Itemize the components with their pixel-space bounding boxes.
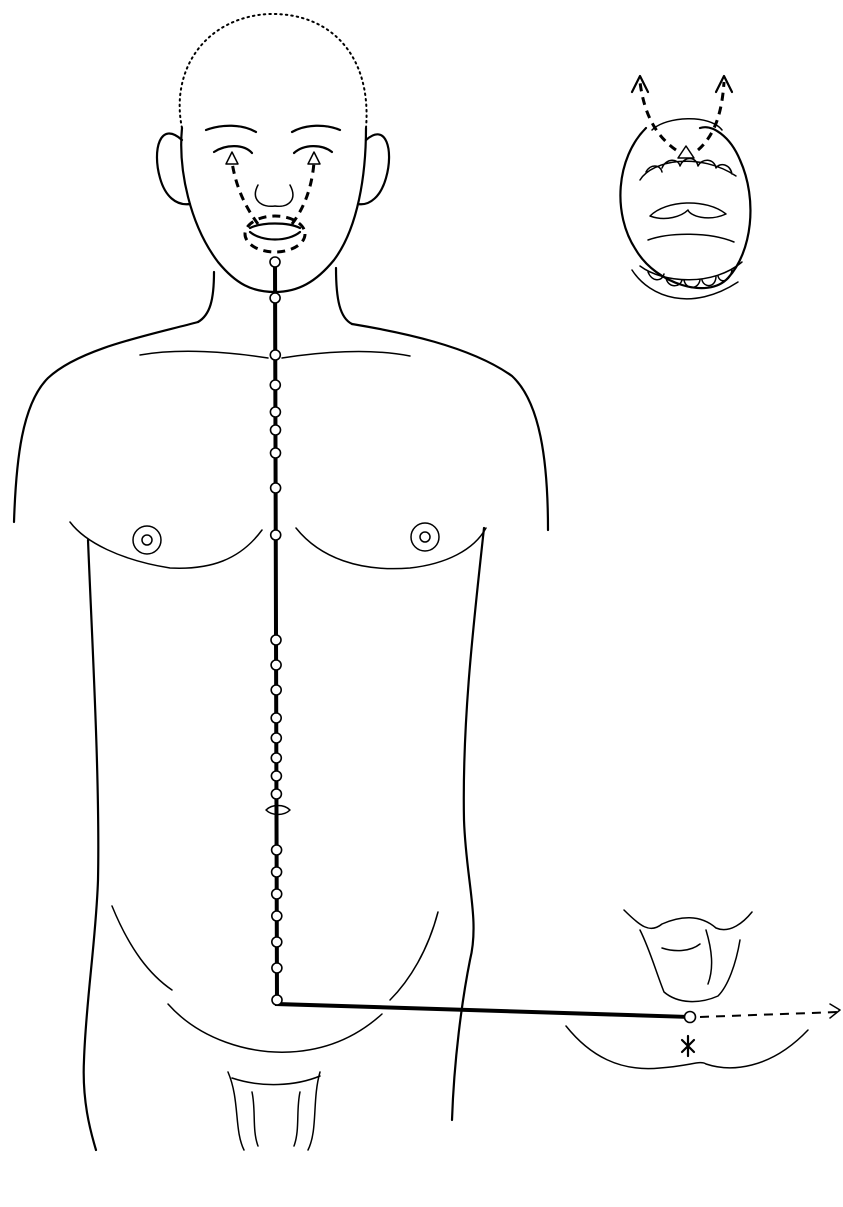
meridian-point xyxy=(271,660,281,670)
genitalia xyxy=(228,1072,320,1150)
meridian-point xyxy=(272,867,282,877)
left-arrow-icon xyxy=(226,152,238,164)
neck-left xyxy=(198,272,214,322)
right-torso-side xyxy=(452,528,484,1120)
left-pectoral xyxy=(70,522,262,568)
meridian-point xyxy=(271,635,281,645)
mouth-inset-upper-teeth xyxy=(640,159,736,181)
meridian-point xyxy=(271,448,281,458)
right-shoulder-arm xyxy=(352,324,548,530)
meridian-point xyxy=(272,995,282,1005)
meridian-point xyxy=(271,530,281,540)
mouth-inset-branch-left xyxy=(640,82,676,150)
meridian-line xyxy=(275,262,690,1017)
face-branch-left xyxy=(232,162,258,224)
nose xyxy=(255,185,292,206)
perineum-point xyxy=(685,1012,696,1023)
meridian-point xyxy=(271,483,281,493)
mouth-inset-triangle-icon xyxy=(678,146,694,158)
left-torso-side xyxy=(84,540,99,1150)
right-pectoral xyxy=(296,528,486,569)
right-eyebrow xyxy=(292,126,340,132)
meridian-point xyxy=(270,350,280,360)
mouth-inset-outer-lip xyxy=(620,127,750,288)
meridian-point xyxy=(270,257,280,267)
hairline xyxy=(180,14,367,128)
mouth xyxy=(250,224,300,240)
perineum-inset xyxy=(566,910,840,1069)
mouth-inset-throat xyxy=(648,234,734,242)
meridian xyxy=(270,257,838,1017)
meridian-point xyxy=(272,845,282,855)
mouth-inset-tongue xyxy=(650,203,726,219)
body-outline xyxy=(14,268,548,1150)
left-ear xyxy=(157,134,190,205)
meridian-point xyxy=(271,713,281,723)
right-groin-line xyxy=(390,912,438,1000)
left-eyebrow xyxy=(206,126,256,132)
face-branch-right xyxy=(292,162,314,224)
left-clavicle xyxy=(140,351,268,358)
meridian-point xyxy=(271,685,281,695)
meridian-point xyxy=(271,733,281,743)
right-clavicle xyxy=(282,352,410,358)
meridian-point xyxy=(271,425,281,435)
meridian-point xyxy=(272,963,282,973)
meridian-point xyxy=(272,889,282,899)
meridian-point xyxy=(271,771,281,781)
perineum-scrotum xyxy=(624,910,752,1002)
meridian-point xyxy=(270,380,280,390)
right-nipple-icon xyxy=(411,523,439,551)
anus-mark-icon xyxy=(682,1036,694,1056)
meridian-point xyxy=(272,911,282,921)
neck-right xyxy=(336,268,352,324)
meridian-point xyxy=(271,789,281,799)
left-groin-line xyxy=(112,906,172,990)
meridian-point xyxy=(270,407,280,417)
right-eye xyxy=(294,146,332,153)
mouth-inset-branch-right xyxy=(698,82,724,150)
head xyxy=(157,14,389,292)
right-arrow-icon xyxy=(308,152,320,164)
meridian-point xyxy=(270,293,280,303)
left-nipple-icon xyxy=(133,526,161,554)
pubic-curve xyxy=(168,1004,382,1052)
right-ear xyxy=(358,134,389,204)
meridian-point xyxy=(271,753,281,763)
left-eye xyxy=(214,146,252,153)
perineum-arrow-icon xyxy=(830,1004,840,1018)
meridian-dashed-extension xyxy=(700,1012,838,1017)
mouth-inset xyxy=(620,76,750,299)
meridian-point xyxy=(272,937,282,947)
mouth-inset-lower-teeth xyxy=(640,262,742,288)
